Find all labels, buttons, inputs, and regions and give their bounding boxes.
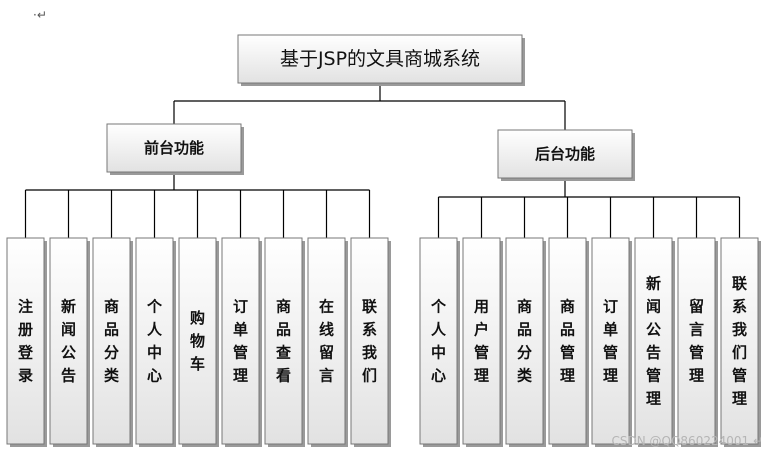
leaf-node-box <box>419 237 458 445</box>
leaf-node: 注册登录 <box>6 237 47 447</box>
watermark: CSDN @QQ860224001 ↵ <box>611 434 764 448</box>
leaf-node-box <box>505 237 544 445</box>
leaf-node: 新闻公告 <box>49 237 90 447</box>
leaf-node-label: 联系我们 <box>362 298 378 385</box>
group-node-label: 后台功能 <box>535 145 595 163</box>
leaf-node: 留言管理 <box>677 237 718 447</box>
leaf-node-label: 订单管理 <box>233 298 248 385</box>
leaf-node: 联系我们管理 <box>720 237 761 447</box>
leaf-node-box <box>548 237 587 445</box>
group-node-label: 前台功能 <box>144 139 204 157</box>
leaf-node-box <box>6 237 45 445</box>
leaf-node-box <box>49 237 88 445</box>
leaf-node-label: 留言管理 <box>689 298 704 385</box>
leaf-node: 新闻公告管理 <box>634 237 675 447</box>
leaf-node: 订单管理 <box>221 237 262 447</box>
leaf-node: 商品分类 <box>92 237 133 447</box>
leaf-node: 个人中心 <box>419 237 460 447</box>
leaf-node-box <box>92 237 131 445</box>
leaf-node: 商品管理 <box>548 237 589 447</box>
leaf-node-label: 商品管理 <box>560 298 575 385</box>
leaf-node-label: 购物车 <box>190 309 205 373</box>
leaf-node-box <box>264 237 303 445</box>
leaf-node: 在线留言 <box>307 237 348 447</box>
leaf-node-label: 在线留言 <box>319 298 334 385</box>
group-node-1: 后台功能 <box>497 129 635 181</box>
leaf-node: 联系我们 <box>350 237 391 447</box>
leaf-node-label: 新闻公告管理 <box>646 275 661 408</box>
leaf-node: 订单管理 <box>591 237 632 447</box>
root-node-label: 基于JSP的文具商城系统 <box>280 48 480 70</box>
leaf-node-label: 商品分类 <box>517 298 533 385</box>
leaf-node-label: 个人中心 <box>430 298 447 385</box>
leaf-node-box <box>677 237 716 445</box>
leaf-node-label: 商品查看 <box>276 298 292 385</box>
leaf-node-label: 个人中心 <box>146 298 163 385</box>
leaf-node: 商品分类 <box>505 237 546 447</box>
leaf-node-label: 联系我们管理 <box>732 275 748 408</box>
leaf-node-box <box>178 237 217 445</box>
leaf-node-box <box>462 237 501 445</box>
root-node: 基于JSP的文具商城系统 <box>237 34 525 86</box>
connector-lines <box>24 83 741 238</box>
paragraph-mark: ·↵ <box>33 8 47 22</box>
group-node-1-box <box>497 129 633 179</box>
leaf-node: 购物车 <box>178 237 219 447</box>
leaf-node-label: 商品分类 <box>104 298 120 385</box>
root-node-box <box>237 34 523 84</box>
leaf-node: 个人中心 <box>135 237 176 447</box>
leaf-node: 用户管理 <box>462 237 503 447</box>
leaf-node-label: 注册登录 <box>17 298 34 385</box>
leaf-node-box <box>720 237 759 445</box>
leaf-node-label: 用户管理 <box>474 298 489 385</box>
group-node-0: 前台功能 <box>106 123 244 175</box>
leaf-node-box <box>221 237 260 445</box>
leaf-node-label: 新闻公告 <box>61 298 76 385</box>
leaf-node-box <box>634 237 673 445</box>
leaf-node-box <box>591 237 630 445</box>
leaf-node-box <box>350 237 389 445</box>
leaf-node: 商品查看 <box>264 237 305 447</box>
leaf-node-label: 订单管理 <box>603 298 618 385</box>
leaf-node-box <box>307 237 346 445</box>
leaf-node-box <box>135 237 174 445</box>
group-node-0-box <box>106 123 242 173</box>
